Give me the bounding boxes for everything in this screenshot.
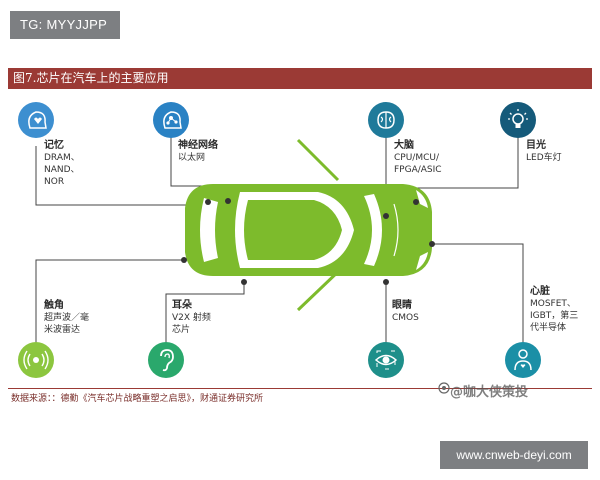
label-heart: 心脏 MOSFET、 IGBT，第三 代半导体 [530,286,579,333]
connector-touch [35,259,184,344]
connector-ear [165,282,245,344]
label-brain: 大脑 CPU/MCU/ FPGA/ASIC [394,140,442,175]
eye-icon [368,342,404,378]
source-divider [8,388,592,389]
head-heart-icon [18,102,54,138]
telegram-badge: TG: MYYJJPP [10,11,120,39]
label-ear: 耳朵 V2X 射频 芯片 [172,300,211,335]
chip-applications-figure: 图7.芯片在汽车上的主要应用 [8,68,592,408]
brain-icon [368,102,404,138]
car-headlight-bottom [416,252,428,270]
label-neural-network: 神经网络 以太网 [178,140,218,163]
car-windshield [364,194,382,266]
wave-sensor-icon [18,342,54,378]
label-touch: 触角 超声波／毫 米波雷达 [44,300,90,335]
connector-heart [432,243,524,344]
person-heart-icon [505,342,541,378]
label-eyes: 眼睛 CMOS [392,300,419,323]
label-eye-light: 目光 LED车灯 [526,140,562,163]
lightbulb-icon [500,102,536,138]
connection-dots [181,198,435,285]
car-rear-window [200,198,218,262]
car-headlight-top [416,190,428,208]
car-door-top [296,138,340,182]
figure-title: 图7.芯片在汽车上的主要应用 [8,68,592,89]
label-memory: 记忆 DRAM、 NAND、 NOR [44,140,80,187]
car-illustration [185,138,432,312]
website-url-badge: www.cnweb-deyi.com [440,441,588,469]
car-hood-line [393,203,399,257]
diagram-canvas [35,134,524,344]
watermark-icon [438,382,450,394]
car-cabin-roof [244,200,342,260]
head-network-icon [153,102,189,138]
source-text: 数据来源：：德勤《汽车芯片战略重塑之启思》，财通证券研究所 [11,394,264,404]
ear-icon [148,342,184,378]
watermark-text: @咖大侠策投 [450,385,529,400]
